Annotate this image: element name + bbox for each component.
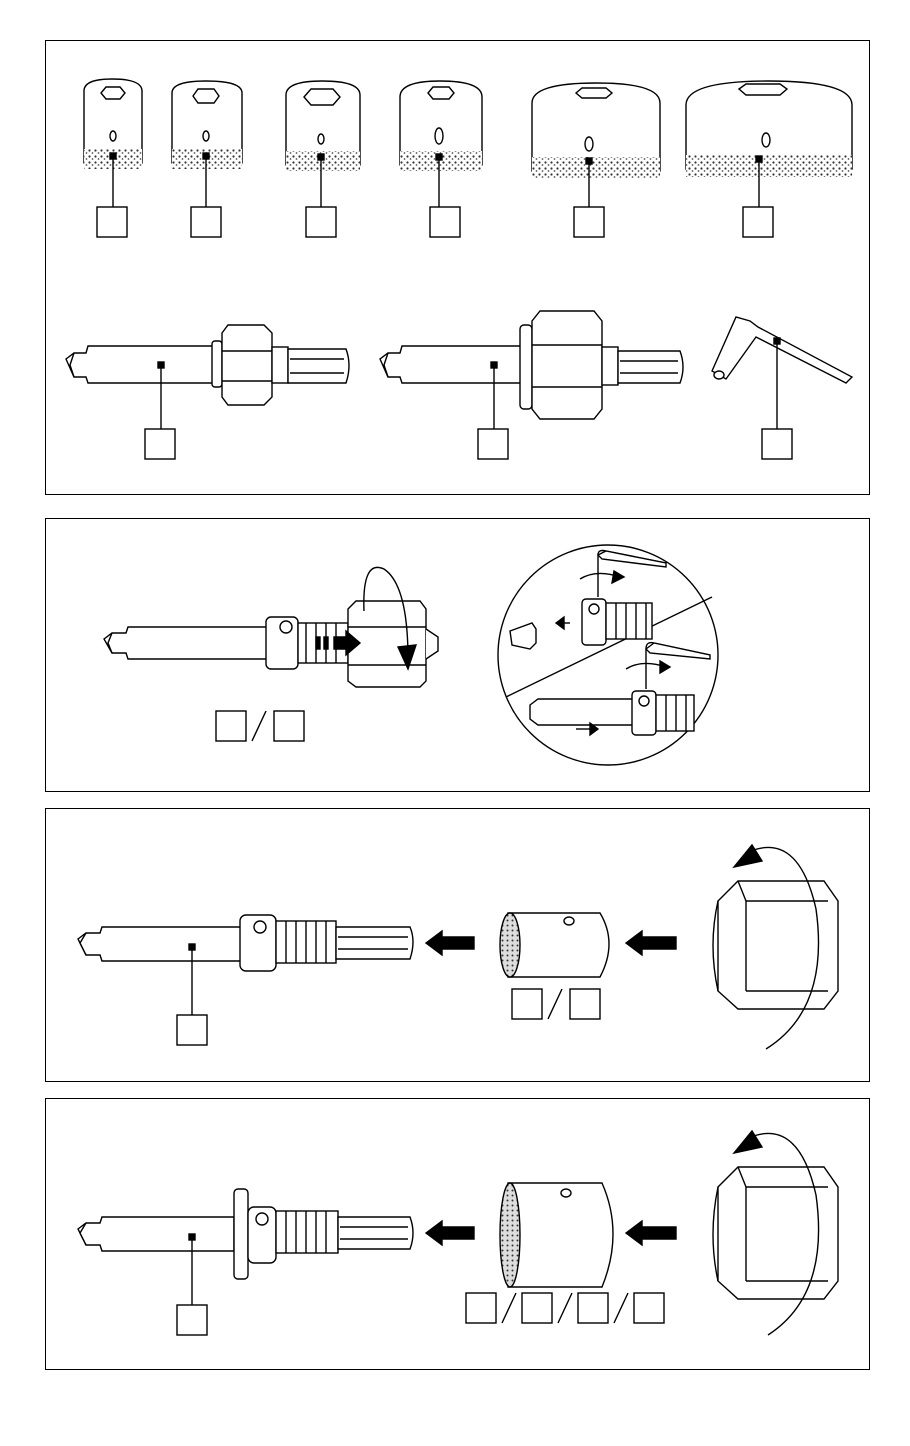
push-arrow-icon bbox=[624, 929, 677, 957]
components-panel bbox=[45, 40, 870, 495]
pilot-drill-panel bbox=[45, 518, 870, 792]
rotate-arrow-icon bbox=[363, 566, 418, 671]
callout-box bbox=[465, 1292, 497, 1324]
slash-separator bbox=[501, 1292, 517, 1324]
callout-box bbox=[429, 206, 461, 238]
arbor-icon bbox=[65, 324, 350, 460]
callout-box bbox=[96, 206, 128, 238]
assembly-small-panel bbox=[45, 808, 870, 1082]
slash-separator bbox=[613, 1292, 629, 1324]
arbor-icon bbox=[379, 310, 684, 460]
core-bit-icon bbox=[685, 80, 853, 238]
assembly-small-illustration bbox=[77, 843, 839, 1050]
arbor-icon bbox=[103, 616, 349, 670]
components-illustration bbox=[65, 78, 854, 460]
core-bit-icon bbox=[499, 912, 610, 1020]
core-bit-icon bbox=[83, 78, 143, 238]
nut-icon bbox=[347, 600, 439, 688]
callout-box bbox=[215, 710, 247, 742]
push-arrow-icon bbox=[624, 1219, 677, 1247]
callout-box bbox=[144, 428, 176, 460]
core-bit-icon bbox=[399, 80, 483, 238]
assembly-large-illustration bbox=[77, 1129, 839, 1336]
arbor-icon bbox=[77, 914, 414, 1046]
callout-box bbox=[521, 1292, 553, 1324]
nut-icon bbox=[712, 880, 839, 1010]
core-bit-icon bbox=[171, 80, 243, 238]
callout-box bbox=[577, 1292, 609, 1324]
nut-icon bbox=[712, 1166, 839, 1300]
callout-box bbox=[742, 206, 774, 238]
core-bit-icon bbox=[499, 1182, 614, 1288]
callout-box bbox=[573, 206, 605, 238]
rotate-arrow-icon bbox=[732, 843, 820, 1050]
callout-box bbox=[569, 988, 601, 1020]
rotate-arrow-icon bbox=[732, 1129, 820, 1336]
detail-magnifier bbox=[497, 544, 719, 766]
callout-box bbox=[511, 988, 543, 1020]
callout-box bbox=[190, 206, 222, 238]
hex-key-icon bbox=[711, 316, 854, 460]
push-arrow-icon bbox=[424, 929, 475, 957]
callout-box bbox=[176, 1014, 208, 1046]
slash-separator bbox=[251, 710, 267, 742]
callout-box bbox=[477, 428, 509, 460]
slash-separator bbox=[557, 1292, 573, 1324]
slash-separator bbox=[547, 988, 563, 1020]
callout-box bbox=[273, 710, 305, 742]
callout-box bbox=[633, 1292, 665, 1324]
core-bit-icon bbox=[285, 80, 361, 238]
assembly-large-panel bbox=[45, 1098, 870, 1370]
push-arrow-icon bbox=[424, 1219, 475, 1247]
callout-box bbox=[305, 206, 337, 238]
arbor-icon bbox=[77, 1188, 414, 1336]
callout-box bbox=[176, 1304, 208, 1336]
callout-group bbox=[465, 1292, 665, 1324]
core-bit-icon bbox=[531, 82, 661, 238]
pilot-drill-illustration bbox=[103, 544, 719, 766]
callout-box bbox=[761, 428, 793, 460]
push-arrow-icon bbox=[315, 629, 362, 657]
